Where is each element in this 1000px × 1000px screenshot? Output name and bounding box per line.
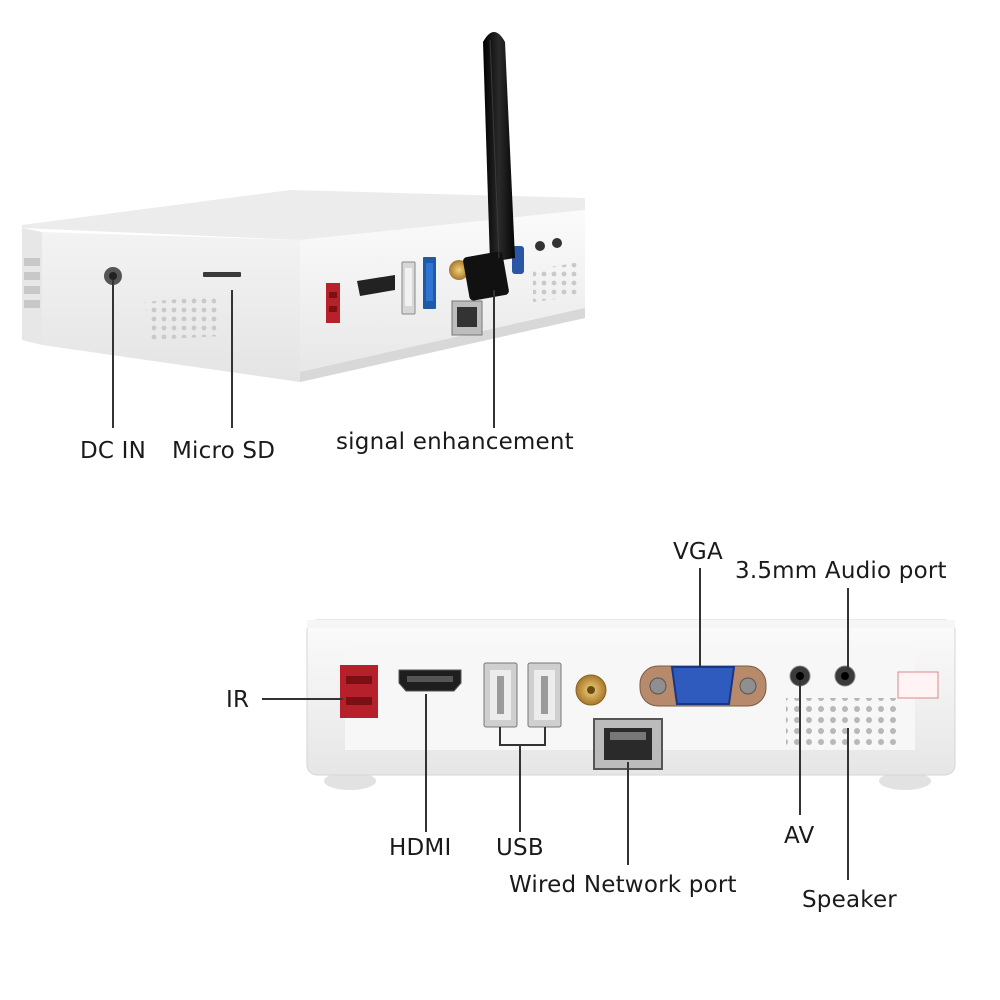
top-leader-lines xyxy=(112,280,495,428)
label-ir: IR xyxy=(226,687,250,713)
micro-sd-slot xyxy=(203,272,241,277)
label-usb: USB xyxy=(496,835,544,861)
audio-port-top xyxy=(552,238,562,248)
side-speaker-grille xyxy=(145,296,222,340)
vga-port xyxy=(670,666,736,705)
label-audio-port: 3.5mm Audio port xyxy=(735,558,947,584)
label-av: AV xyxy=(784,823,815,849)
label-signal-enhancement: signal enhancement xyxy=(336,429,574,455)
warranty-sticker xyxy=(897,671,939,699)
label-hdmi: HDMI xyxy=(389,835,452,861)
antenna xyxy=(463,32,515,301)
ir-window xyxy=(326,283,340,323)
device-angled-view xyxy=(22,32,585,382)
ir-window xyxy=(340,665,378,718)
bottom-leader-lines xyxy=(262,568,849,880)
device-top-surface xyxy=(22,190,585,240)
label-dc-in: DC IN xyxy=(80,438,147,464)
label-wired-network-port: Wired Network port xyxy=(509,872,737,898)
device-rear-view xyxy=(306,619,956,790)
label-speaker: Speaker xyxy=(802,887,897,913)
hdmi-port-top xyxy=(357,275,395,296)
label-micro-sd: Micro SD xyxy=(172,438,276,464)
speaker-grille xyxy=(786,698,901,748)
label-vga: VGA xyxy=(673,539,723,565)
vga-port-top xyxy=(512,246,524,274)
front-speaker-grille xyxy=(533,262,580,302)
av-port-top xyxy=(535,241,545,251)
